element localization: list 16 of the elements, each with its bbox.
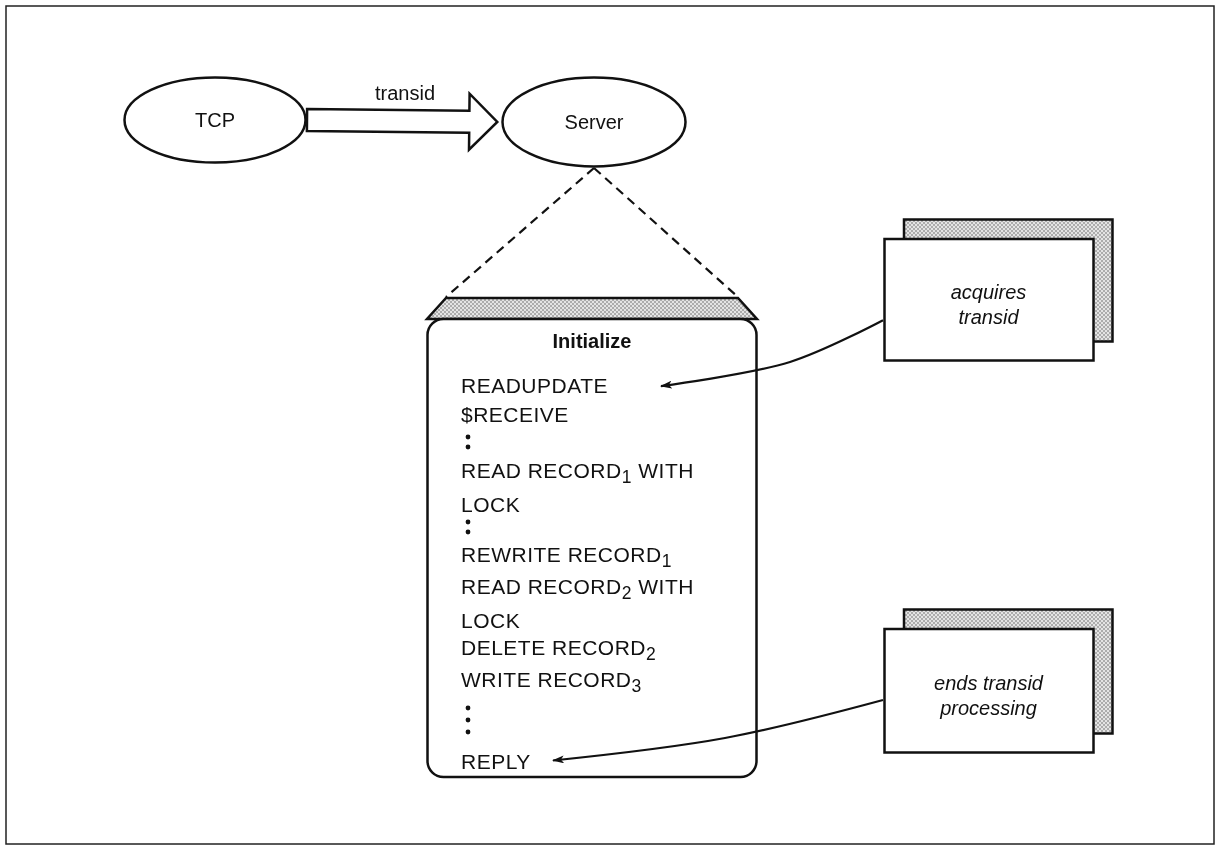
- code-line: REPLY: [461, 749, 532, 775]
- arrow: [552, 698, 884, 764]
- arrow: [660, 319, 884, 389]
- code-line: WRITE RECORD$_{3}$: [461, 667, 643, 699]
- code-line: DELETE RECORD$_{2}$: [461, 635, 658, 667]
- code-line: REWRITE RECORD$_{1}$: [461, 542, 673, 574]
- box-heading: Initialize: [551, 329, 633, 354]
- block-arrow: [305, 90, 500, 153]
- node-label: TCP: [195, 108, 235, 132]
- code-line: READUPDATE $RECEIVE: [461, 373, 609, 428]
- code-line: READ RECORD$_{2}$ WITH LOCK: [461, 574, 695, 635]
- note-text: ends transid processing: [933, 671, 1044, 721]
- code-line: READ RECORD$_{1}$ WITH LOCK: [461, 458, 695, 519]
- connector-line: [445, 167, 595, 298]
- note-text: acquires transid: [949, 280, 1028, 330]
- node-label: Server: [564, 110, 624, 134]
